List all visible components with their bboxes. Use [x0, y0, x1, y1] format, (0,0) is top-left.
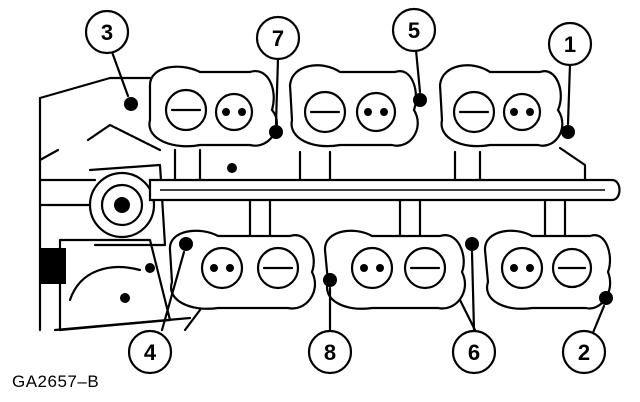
callout-label-1: 1 — [564, 32, 576, 57]
callout-3: 3 — [84, 9, 130, 55]
bolt-3 — [124, 97, 138, 111]
leader-lines — [110, 48, 606, 337]
leader-6 — [470, 250, 476, 332]
lower-flange-3 — [483, 229, 612, 310]
fuel-rail — [148, 146, 621, 202]
upper-flange-1 — [148, 65, 278, 148]
upper-flange-2 — [288, 64, 419, 148]
leader-4 — [160, 250, 186, 332]
lower-runners — [183, 198, 567, 332]
leader-1 — [566, 62, 572, 126]
bolt-1 — [561, 125, 575, 139]
leader-2 — [590, 304, 606, 337]
callout-5: 5 — [391, 7, 437, 53]
bolt-8 — [323, 273, 337, 287]
bolt-aux-3 — [145, 263, 155, 273]
leader-5 — [414, 48, 422, 94]
bolt-aux-2 — [120, 293, 130, 303]
bolts — [120, 93, 613, 305]
callout-label-5: 5 — [408, 18, 420, 43]
upper-flange-3 — [438, 64, 564, 148]
figure-id-label: GA2657–B — [12, 372, 100, 391]
lower-flange-2 — [323, 229, 467, 310]
callout-label-7: 7 — [272, 26, 284, 51]
bolt-5 — [413, 93, 427, 107]
bolt-2 — [599, 291, 613, 305]
throttle-body — [86, 123, 167, 247]
engine-block-left — [38, 76, 192, 332]
callout-label-8: 8 — [324, 340, 336, 365]
callout-6: 6 — [451, 329, 497, 375]
connector-block — [40, 248, 66, 284]
callout-label-6: 6 — [468, 340, 480, 365]
callout-label-2: 2 — [578, 340, 590, 365]
bolt-4 — [179, 237, 193, 251]
callout-label-4: 4 — [144, 340, 157, 365]
bolt-6 — [465, 237, 479, 251]
callout-1: 1 — [547, 21, 593, 67]
leader-7 — [274, 56, 280, 126]
callout-label-3: 3 — [101, 20, 113, 45]
bolt-7 — [269, 125, 283, 139]
callout-2: 2 — [561, 329, 607, 375]
callout-7: 7 — [255, 15, 301, 61]
callout-8: 8 — [307, 329, 353, 375]
callout-4: 4 — [127, 329, 173, 375]
lower-flange-1 — [168, 229, 317, 310]
bolt-aux-1 — [227, 163, 237, 173]
leader-3 — [110, 50, 130, 98]
